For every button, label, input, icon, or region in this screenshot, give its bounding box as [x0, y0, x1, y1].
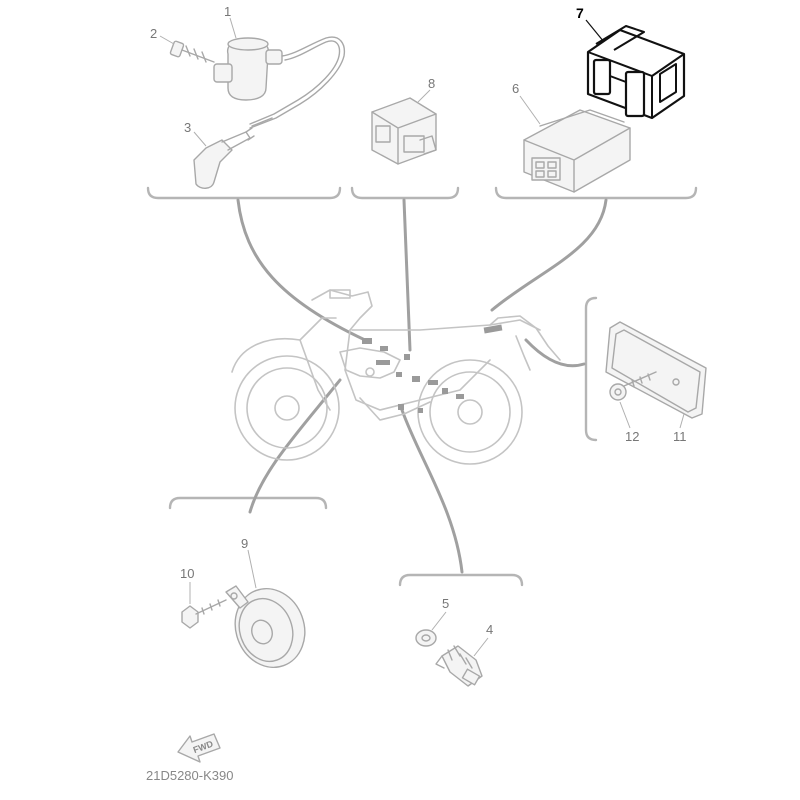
screw[interactable] [609, 371, 657, 401]
callout-7: 7 [576, 5, 584, 21]
callout-5: 5 [442, 596, 449, 611]
neutral-switch[interactable] [435, 645, 483, 687]
leader-line-plate [524, 338, 586, 368]
diagram-code: 21D5280-K390 [146, 768, 233, 783]
spark-plug-cap[interactable] [193, 117, 273, 189]
leader-line-switch [400, 408, 464, 574]
callout-6: 6 [512, 81, 519, 96]
leader-line-horn [248, 378, 342, 514]
leader-line-relay [402, 198, 412, 352]
bracket-plate-group [584, 296, 598, 442]
callout-3: 3 [184, 120, 191, 135]
horn-bolt[interactable] [181, 599, 227, 629]
cdi-unit[interactable] [523, 109, 631, 193]
callout-8: 8 [428, 76, 435, 91]
callout-1: 1 [224, 4, 231, 19]
callout-9: 9 [241, 536, 248, 551]
bracket-horn-group [168, 496, 328, 510]
bracket-switch-group [398, 573, 524, 587]
callout-11: 11 [673, 429, 687, 444]
washer[interactable] [415, 629, 437, 647]
callout-10: 10 [180, 566, 194, 581]
callout-12: 12 [625, 429, 639, 444]
ignition-coil[interactable] [213, 36, 346, 129]
bracket-cdi-group [494, 186, 698, 200]
motorcycle-silhouette [231, 289, 561, 465]
callout-4: 4 [486, 622, 493, 637]
bracket-relay-group [350, 186, 460, 200]
fwd-arrow-icon: FWD [177, 733, 221, 763]
leader-line-ignition [236, 198, 367, 342]
relay[interactable] [371, 97, 437, 165]
bolt[interactable] [169, 40, 215, 63]
leader-line-cdi [490, 198, 608, 312]
callout-2: 2 [150, 26, 157, 41]
bracket-ignition-group [146, 186, 342, 200]
horn[interactable] [224, 579, 315, 677]
license-plate-reflector[interactable] [605, 321, 707, 419]
flasher-relay[interactable] [586, 25, 686, 120]
